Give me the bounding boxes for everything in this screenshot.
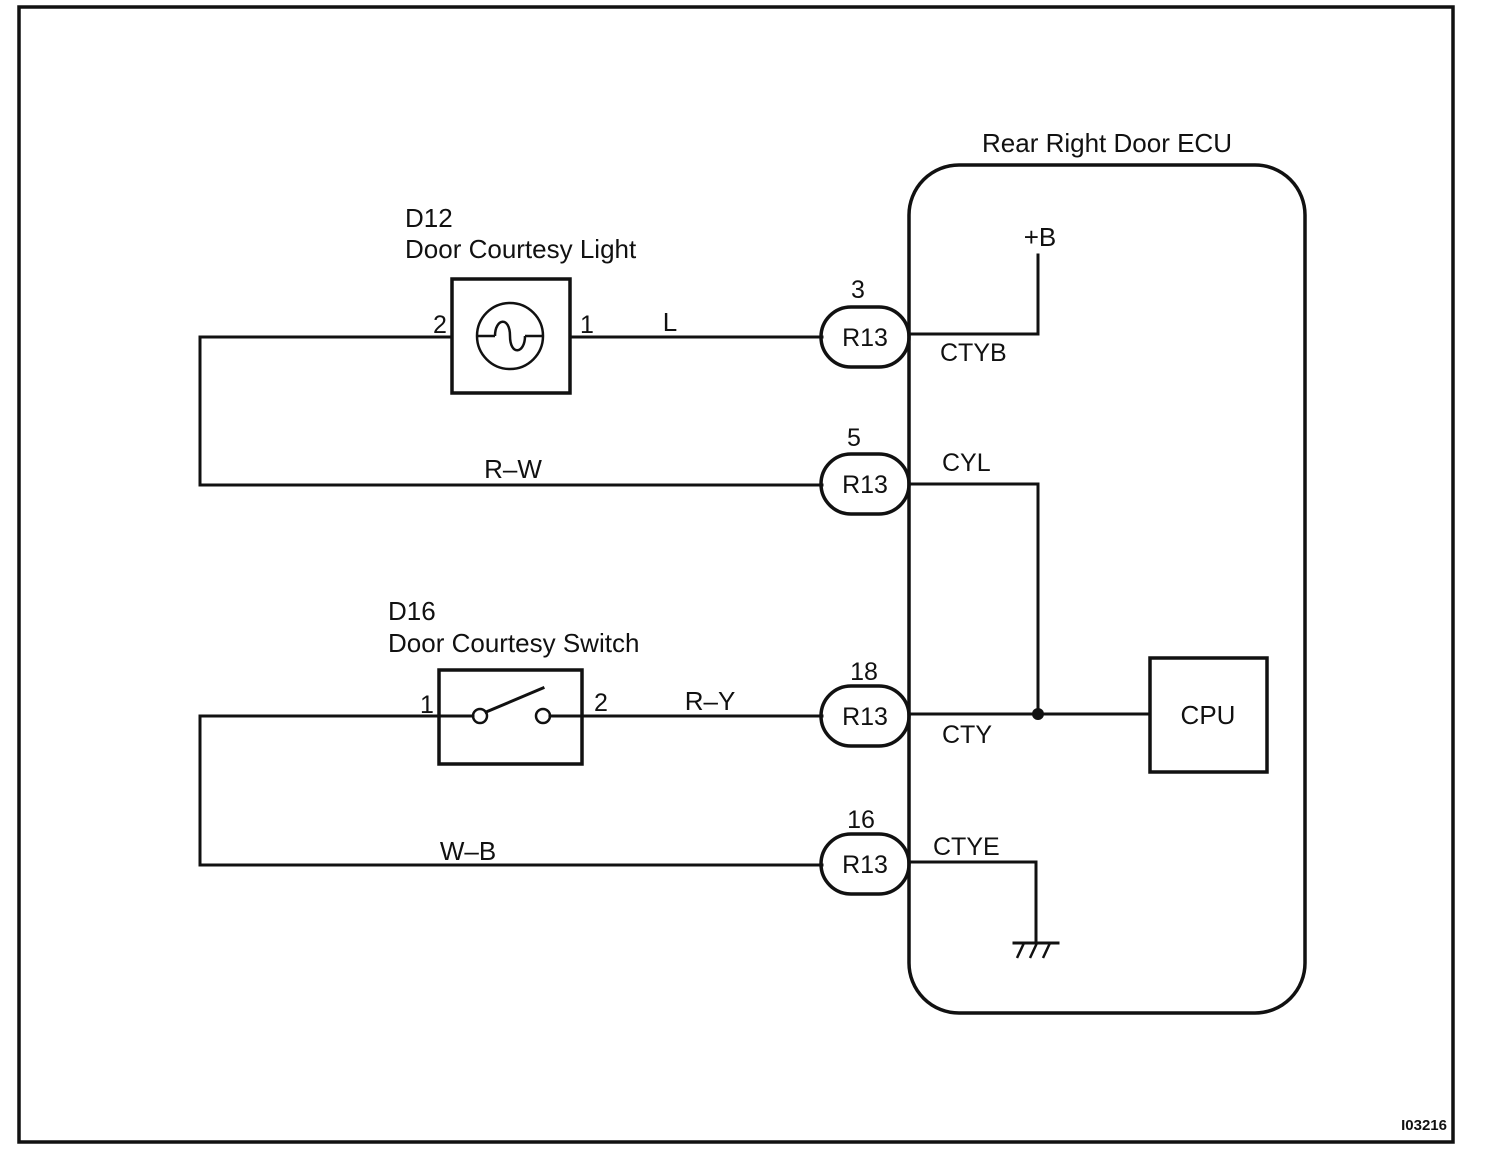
connector-pin-16: R13 16 bbox=[819, 806, 911, 896]
connector-pin-5: R13 5 bbox=[819, 424, 911, 516]
cpu-box bbox=[1148, 656, 1269, 774]
lamp-icon bbox=[450, 277, 572, 395]
wire-r-w bbox=[198, 335, 824, 487]
connector-label: R13 bbox=[842, 851, 888, 879]
wire-cyl bbox=[907, 482, 1040, 716]
connector-label: R13 bbox=[842, 703, 888, 731]
cpu-label: CPU bbox=[1181, 700, 1236, 730]
wire-label-l: L bbox=[663, 307, 677, 337]
wire-label-r-y: R–Y bbox=[685, 686, 736, 716]
wire-ctye bbox=[907, 860, 1038, 944]
connector-label: R13 bbox=[842, 471, 888, 499]
connector-label: R13 bbox=[842, 324, 888, 352]
ecu-box bbox=[907, 163, 1307, 1015]
switch-pin-2: 2 bbox=[594, 689, 608, 717]
connector-pin-3: R13 3 bbox=[819, 276, 911, 369]
wire-ctyb-supply bbox=[907, 253, 1040, 336]
ecu-title: Rear Right Door ECU bbox=[982, 128, 1232, 158]
connector-pin-18: R13 18 bbox=[819, 658, 911, 748]
switch-name: Door Courtesy Switch bbox=[388, 628, 639, 658]
connector-pin-number: 16 bbox=[847, 806, 875, 834]
switch-pin-1: 1 bbox=[420, 691, 434, 719]
connector-pin-number: 3 bbox=[851, 276, 865, 304]
switch-ref: D16 bbox=[388, 596, 436, 626]
light-ref: D12 bbox=[405, 203, 453, 233]
supply-label: +B bbox=[1024, 222, 1057, 252]
junction-dot bbox=[1032, 708, 1044, 720]
connector-pin-number: 18 bbox=[850, 658, 878, 686]
figure-code: I03216 bbox=[1401, 1117, 1447, 1134]
wire-w-b bbox=[198, 714, 824, 867]
signal-ctyb: CTYB bbox=[940, 339, 1007, 367]
switch-icon bbox=[437, 668, 584, 766]
light-pin-1: 1 bbox=[580, 311, 594, 339]
signal-cyl: CYL bbox=[942, 449, 991, 477]
ground-icon bbox=[1012, 941, 1060, 959]
wire-label-r-w: R–W bbox=[484, 454, 542, 484]
signal-ctye: CTYE bbox=[933, 833, 1000, 861]
diagram-frame bbox=[17, 5, 1455, 1144]
light-pin-2: 2 bbox=[433, 311, 447, 339]
signal-cty: CTY bbox=[942, 721, 992, 749]
wire-label-w-b: W–B bbox=[440, 836, 496, 866]
connector-pin-number: 5 bbox=[847, 424, 861, 452]
light-name: Door Courtesy Light bbox=[405, 234, 637, 264]
